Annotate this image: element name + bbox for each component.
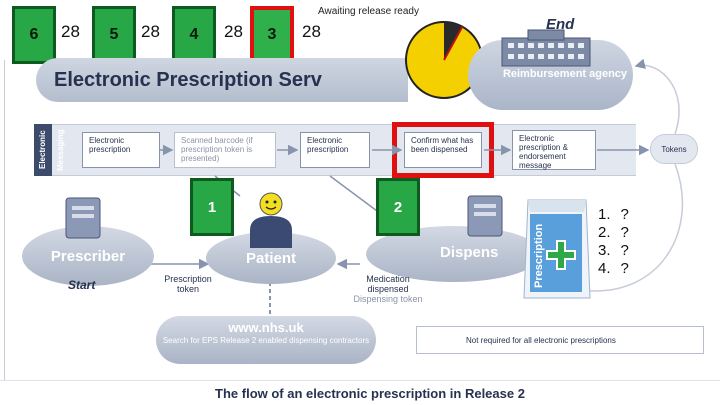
list-item: 2.? bbox=[598, 224, 629, 242]
counter-box-5[interactable]: 5 bbox=[92, 6, 136, 64]
start-label: Start bbox=[68, 278, 96, 292]
nhs-website-pill[interactable] bbox=[156, 316, 376, 364]
dispenser-server-icon bbox=[467, 195, 503, 237]
prescriber-label: Prescriber bbox=[50, 248, 126, 265]
list-number: 4. bbox=[598, 260, 611, 277]
counter-count: 28 bbox=[141, 22, 160, 41]
status-text: Awaiting release ready bbox=[318, 6, 419, 17]
list-value: ? bbox=[620, 224, 629, 241]
counter-value: 6 bbox=[29, 26, 39, 43]
server-icon bbox=[65, 197, 101, 239]
message-box-electronic-prescription-2: Electronic prescription bbox=[300, 132, 370, 168]
legend-box bbox=[416, 326, 704, 354]
step-1-badge[interactable]: 1 bbox=[190, 178, 234, 236]
bag-label: Prescription bbox=[533, 224, 545, 288]
clock-hand bbox=[443, 26, 464, 61]
step-1-number: 1 bbox=[207, 199, 217, 216]
medication-dispensed-text: Medication dispensed bbox=[366, 274, 410, 294]
counter-box-6[interactable]: 6 bbox=[12, 6, 56, 64]
dispensing-token-text: Dispensing token bbox=[353, 294, 423, 304]
reimbursement-label: Reimbursement agency bbox=[502, 68, 628, 80]
footer-caption: The flow of an electronic prescription i… bbox=[215, 386, 525, 401]
medication-dispensed-note: Medication dispensed Dispensing token bbox=[346, 274, 430, 304]
service-banner: Electronic Prescription Serv bbox=[36, 58, 408, 102]
list-number: 2. bbox=[598, 224, 611, 241]
counter-value: 5 bbox=[109, 26, 119, 43]
message-box-scanned-barcode: Scanned barcode (if prescription token i… bbox=[174, 132, 276, 168]
clock-timer-icon bbox=[405, 21, 483, 99]
counter-value: 3 bbox=[267, 26, 277, 43]
counter-count: 28 bbox=[224, 22, 243, 41]
end-label: End bbox=[546, 16, 575, 33]
list-item: 3.? bbox=[598, 242, 629, 260]
dispenser-label: Dispens bbox=[440, 244, 499, 261]
nhs-website-title: www.nhs.uk bbox=[228, 320, 304, 335]
list-value: ? bbox=[620, 206, 629, 223]
prescription-bag-icon: Prescription bbox=[523, 199, 591, 299]
list-number: 3. bbox=[598, 242, 611, 259]
list-value: ? bbox=[620, 260, 629, 277]
counter-value: 4 bbox=[189, 26, 199, 43]
counter-count: 28 bbox=[61, 22, 80, 41]
legend-text: Not required for all electronic prescrip… bbox=[466, 336, 616, 345]
counter-box-4[interactable]: 4 bbox=[172, 6, 216, 64]
prescription-token-note: Prescription token bbox=[164, 274, 212, 294]
list-value: ? bbox=[620, 242, 629, 259]
question-list: 1.? 2.? 3.? 4.? bbox=[598, 206, 629, 278]
footer-bar bbox=[0, 380, 720, 405]
message-box-endorsement: Electronic prescription & endorsement me… bbox=[512, 130, 596, 170]
tokens-pill: Tokens bbox=[650, 134, 698, 164]
message-box-confirm-dispensed: Confirm what has been dispensed bbox=[404, 132, 482, 168]
nhs-website-subtitle: Search for EPS Release 2 enabled dispens… bbox=[162, 336, 370, 345]
message-box-electronic-prescription: Electronic prescription bbox=[82, 132, 160, 168]
step-2-number: 2 bbox=[393, 199, 403, 216]
list-item: 1.? bbox=[598, 206, 629, 224]
list-number: 1. bbox=[598, 206, 611, 223]
patient-label: Patient bbox=[245, 250, 296, 267]
left-rule bbox=[4, 60, 5, 390]
banner-title: Electronic Prescription Serv bbox=[54, 69, 322, 91]
counter-count: 28 bbox=[302, 22, 321, 41]
step-2-badge[interactable]: 2 bbox=[376, 178, 420, 236]
patient-person-icon bbox=[250, 192, 292, 248]
building-icon bbox=[501, 29, 591, 67]
list-item: 4.? bbox=[598, 260, 629, 278]
